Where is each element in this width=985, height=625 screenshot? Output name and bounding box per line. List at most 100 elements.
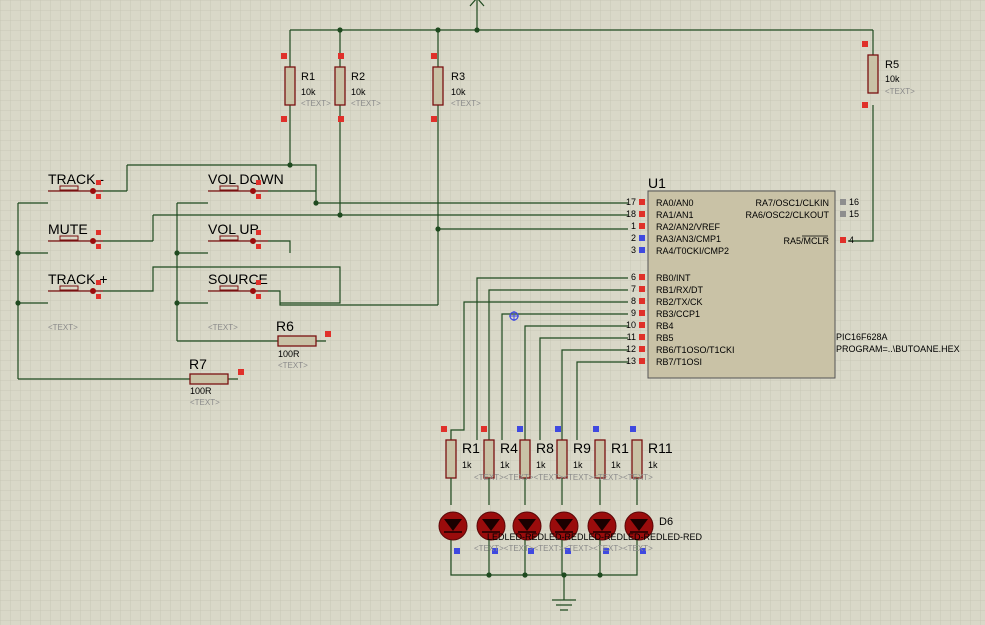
resistor-ref: R1 xyxy=(301,71,315,83)
button-label: VOL UP xyxy=(208,221,259,237)
mcu-pin-name: RB5 xyxy=(656,333,674,343)
led-resistor-ref: R1 xyxy=(462,440,480,456)
button-mute[interactable]: MUTE xyxy=(48,221,103,249)
resistor-text: <TEXT> xyxy=(351,99,381,108)
resistor-ref: R7 xyxy=(189,356,207,372)
button-track-plus[interactable]: TRACK + xyxy=(48,271,108,299)
mcu-pin-name: RA7/OSC1/CLKIN xyxy=(755,198,829,208)
mcu-pin-number: 10 xyxy=(626,320,636,330)
resistor-text: <TEXT> xyxy=(278,361,308,370)
power-terminal-icon[interactable] xyxy=(469,0,485,7)
mcu-pin-name: RA0/AN0 xyxy=(656,198,694,208)
mcu-pin-number: 15 xyxy=(849,209,859,219)
mcu-pin-right[interactable]: 16 RA7/OSC1/CLKIN xyxy=(755,197,859,208)
mcu-pin-left[interactable]: 8 RB2/TX/CK xyxy=(631,296,703,307)
mcu-pin-name: RA5/MCLR xyxy=(783,236,829,246)
button-text-right: <TEXT> xyxy=(208,323,238,332)
mcu-pin-left[interactable]: 11 RB5 xyxy=(627,332,674,343)
mcu-pin-name: RA2/AN2/VREF xyxy=(656,222,721,232)
led-text-row: <TEXT><TEXT><TEXT><TEXT><TEXT><TEXT> xyxy=(474,544,653,553)
button-vol-up[interactable]: VOL UP xyxy=(208,221,268,249)
resistor-r6[interactable]: R6 100R <TEXT> xyxy=(276,318,331,370)
button-source[interactable]: SOURCE xyxy=(208,271,268,299)
led-ref-d6: D6 xyxy=(659,516,673,528)
mcu-pin-name: RA3/AN3/CMP1 xyxy=(656,234,721,244)
button-track-minus[interactable]: TRACK - xyxy=(48,171,104,199)
mcu-pin-left[interactable]: 7 RB1/RX/DT xyxy=(631,284,704,295)
mcu-pin-name: RB2/TX/CK xyxy=(656,297,703,307)
led-resistor-ref: R9 xyxy=(573,440,591,456)
mcu-pin-number: 16 xyxy=(849,197,859,207)
mcu-pin-number: 7 xyxy=(631,284,636,294)
button-vol-down[interactable]: VOL DOWN xyxy=(208,171,284,199)
led-resistor-value: 1k xyxy=(500,460,510,470)
mcu-pin-name: RB0/INT xyxy=(656,273,691,283)
resistor-r3[interactable]: R3 10k <TEXT> xyxy=(431,53,481,122)
mcu-pin-number: 11 xyxy=(627,332,636,342)
mcu-pin-number: 8 xyxy=(631,296,636,306)
resistor-r1[interactable]: R1 10k <TEXT> xyxy=(281,53,331,122)
led-resistor-value: 1k xyxy=(648,460,658,470)
mcu-pin-name: RB1/RX/DT xyxy=(656,285,704,295)
button-label: SOURCE xyxy=(208,271,268,287)
resistor-value: 100R xyxy=(190,386,212,396)
resistor-value: 10k xyxy=(451,87,466,97)
led-resistor-ref: R1 xyxy=(611,440,629,456)
resistor-r7[interactable]: R7 100R <TEXT> xyxy=(189,356,244,407)
resistor-ref: R5 xyxy=(885,59,899,71)
led-red-icon[interactable] xyxy=(438,511,468,555)
button-label: TRACK + xyxy=(48,271,108,287)
mcu-pin-name: RA4/T0CKI/CMP2 xyxy=(656,246,729,256)
led-resistor-ref: R4 xyxy=(500,440,518,456)
button-label: MUTE xyxy=(48,221,88,237)
probe-crosshair-icon[interactable] xyxy=(509,311,519,321)
mcu-pin-right[interactable]: 15 RA6/OSC2/CLKOUT xyxy=(745,209,859,220)
mcu-pin-name: RB6/T1OSO/T1CKI xyxy=(656,345,735,355)
mcu-pin-name: RA6/OSC2/CLKOUT xyxy=(745,210,829,220)
led-red-icon[interactable] xyxy=(476,511,506,555)
led-part-row: LEDLED-REDLED-REDLED-REDLED-REDLED-RED xyxy=(487,532,703,542)
resistor-ref: R3 xyxy=(451,71,465,83)
button-label: TRACK - xyxy=(48,171,104,187)
led-red-icon[interactable] xyxy=(549,511,579,555)
mcu-program: PROGRAM=..\BUTOANE.HEX xyxy=(836,344,960,354)
resistor-text: <TEXT> xyxy=(451,99,481,108)
resistor-value: 10k xyxy=(351,87,366,97)
junctions xyxy=(15,27,603,578)
ground-icon[interactable] xyxy=(552,599,576,611)
resistor-value: 10k xyxy=(301,87,316,97)
led-red-icon[interactable] xyxy=(624,511,654,555)
resistor-r5[interactable]: R5 10k <TEXT> xyxy=(862,41,915,108)
wires xyxy=(17,0,874,600)
mcu-pin-name: RB4 xyxy=(656,321,674,331)
resistor-ref: R6 xyxy=(276,318,294,334)
led-red-icon[interactable] xyxy=(512,511,542,555)
resistor-value: 100R xyxy=(278,349,300,359)
resistor-r2[interactable]: R2 10k <TEXT> xyxy=(334,53,381,122)
mcu-pin-name: RA1/AN1 xyxy=(656,210,694,220)
led-red-icon[interactable] xyxy=(587,511,617,555)
mcu-pin-left[interactable]: 10 RB4 xyxy=(626,320,674,331)
button-label: VOL DOWN xyxy=(208,171,284,187)
led-resistor-ref: R11 xyxy=(648,440,673,456)
